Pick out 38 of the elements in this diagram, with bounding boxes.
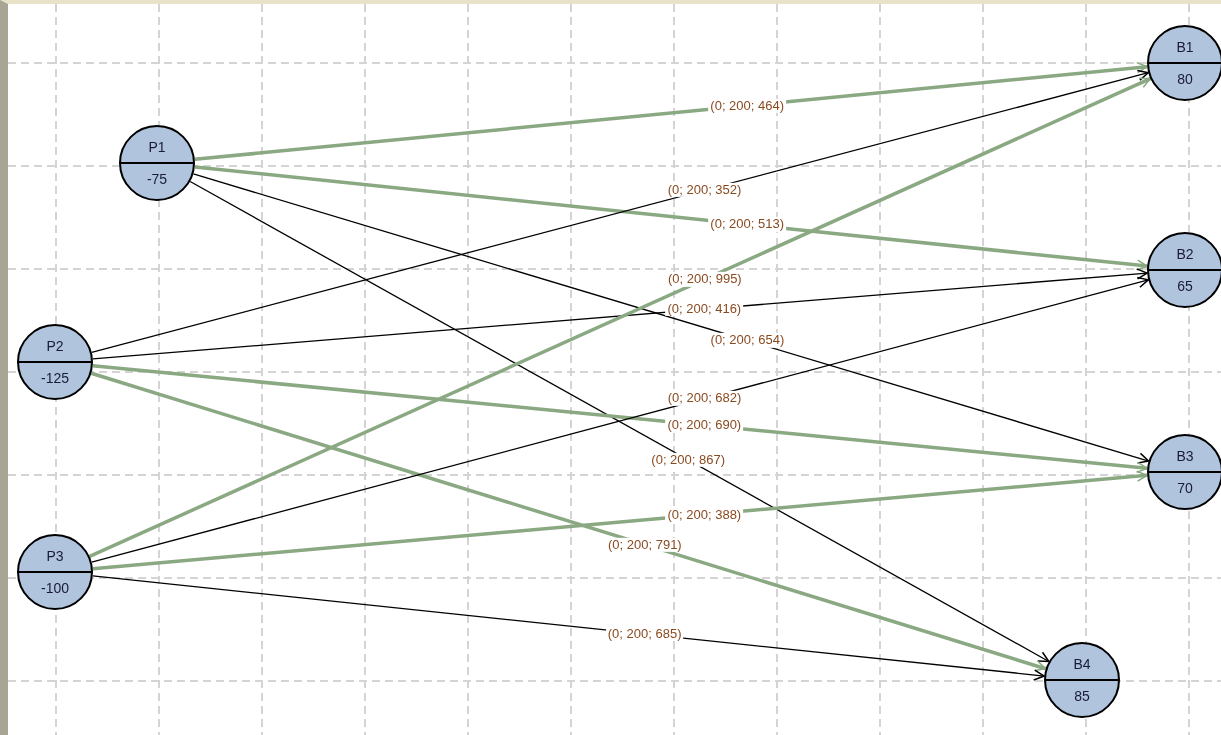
- edge-label: (0; 200; 791): [606, 537, 684, 552]
- edge-label: (0; 200; 464): [708, 98, 787, 113]
- node-value: 80: [1177, 72, 1193, 86]
- node-value: 85: [1074, 689, 1090, 703]
- arrow: [91, 276, 1150, 563]
- node-value: 65: [1177, 279, 1193, 293]
- node-value: -100: [41, 581, 69, 595]
- arrow: [90, 371, 1047, 672]
- node-name: P3: [46, 549, 64, 563]
- arrow: [194, 61, 1148, 162]
- node-name: P2: [46, 339, 64, 353]
- edge-label: (0; 200; 352): [665, 183, 744, 198]
- node-name: B4: [1073, 657, 1091, 671]
- edge-label: (0; 200; 995): [666, 272, 744, 287]
- node-name: B2: [1176, 247, 1194, 261]
- edge-label: (0; 200; 388): [665, 507, 744, 522]
- arrow: [194, 165, 1148, 271]
- arrow: [92, 470, 1148, 571]
- arrow: [88, 77, 1152, 558]
- edge-label: (0; 200; 416): [665, 302, 744, 317]
- node-value: -125: [41, 371, 69, 385]
- node-value: -75: [146, 172, 168, 186]
- node-name: B3: [1176, 449, 1194, 463]
- arrow: [189, 180, 1050, 663]
- arrow: [92, 575, 1045, 681]
- arrow: [192, 173, 1150, 464]
- edge-label: (0; 200; 690): [665, 418, 744, 433]
- edge-label: (0; 200; 682): [665, 391, 744, 406]
- node-name: B1: [1176, 40, 1194, 54]
- edge-label: (0; 200; 685): [605, 626, 684, 642]
- arrow: [92, 268, 1148, 360]
- node-value: 70: [1177, 481, 1193, 495]
- arrow: [91, 69, 1149, 353]
- edge-label: (0; 200; 867): [649, 452, 728, 468]
- arrow: [92, 363, 1148, 474]
- edge-label: (0; 200; 654): [708, 333, 787, 348]
- edge-label: (0; 200; 513): [708, 217, 787, 232]
- node-name: P1: [148, 140, 166, 154]
